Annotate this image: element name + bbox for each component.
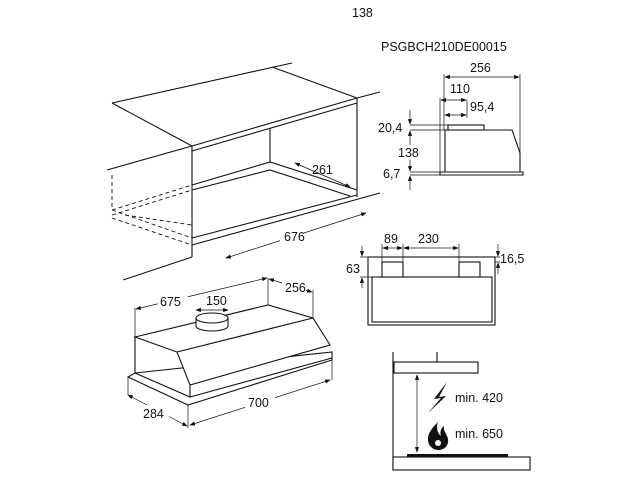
hood-side-dim: 256 xyxy=(285,281,306,295)
hood-depth-dim: 284 xyxy=(143,407,164,421)
flame-icon xyxy=(427,422,449,450)
side-duct-height-dim: 20,4 xyxy=(378,121,402,135)
duct-diameter-dim: 150 xyxy=(206,294,227,308)
side-height-dim: 138 xyxy=(398,146,419,160)
clearance-drawing: min. 420 min. 650 xyxy=(392,352,531,471)
hood-drawing: 675 150 256 700 284 xyxy=(126,277,333,428)
front-middle-dim: 230 xyxy=(418,232,439,246)
side-base-dim: 6,7 xyxy=(383,167,400,181)
lightning-icon xyxy=(428,382,447,413)
front-side-dim: 89 xyxy=(384,232,398,246)
front-top-dim: 16,5 xyxy=(500,252,524,266)
side-view-drawing: 256 110 95,4 20,4 138 6,7 xyxy=(378,61,524,190)
electric-clearance: min. 420 xyxy=(455,391,503,405)
side-width-dim: 256 xyxy=(470,61,491,75)
page-number: 138 xyxy=(352,6,373,20)
hood-width-dim: 700 xyxy=(248,396,269,410)
front-view-drawing: 89 230 63 16,5 xyxy=(346,232,524,326)
cabinet-width-dim: 676 xyxy=(284,230,305,244)
side-duct-offset-dim: 95,4 xyxy=(470,100,494,114)
hood-top-depth-dim: 675 xyxy=(160,295,181,309)
side-offset-dim: 110 xyxy=(450,82,470,96)
cabinet-depth-dim: 261 xyxy=(312,163,333,177)
model-code: PSGBCH210DE00015 xyxy=(381,40,507,54)
cabinet-drawing: 261 676 xyxy=(106,62,381,281)
front-height-dim: 63 xyxy=(346,262,360,276)
gas-clearance: min. 650 xyxy=(455,427,503,441)
